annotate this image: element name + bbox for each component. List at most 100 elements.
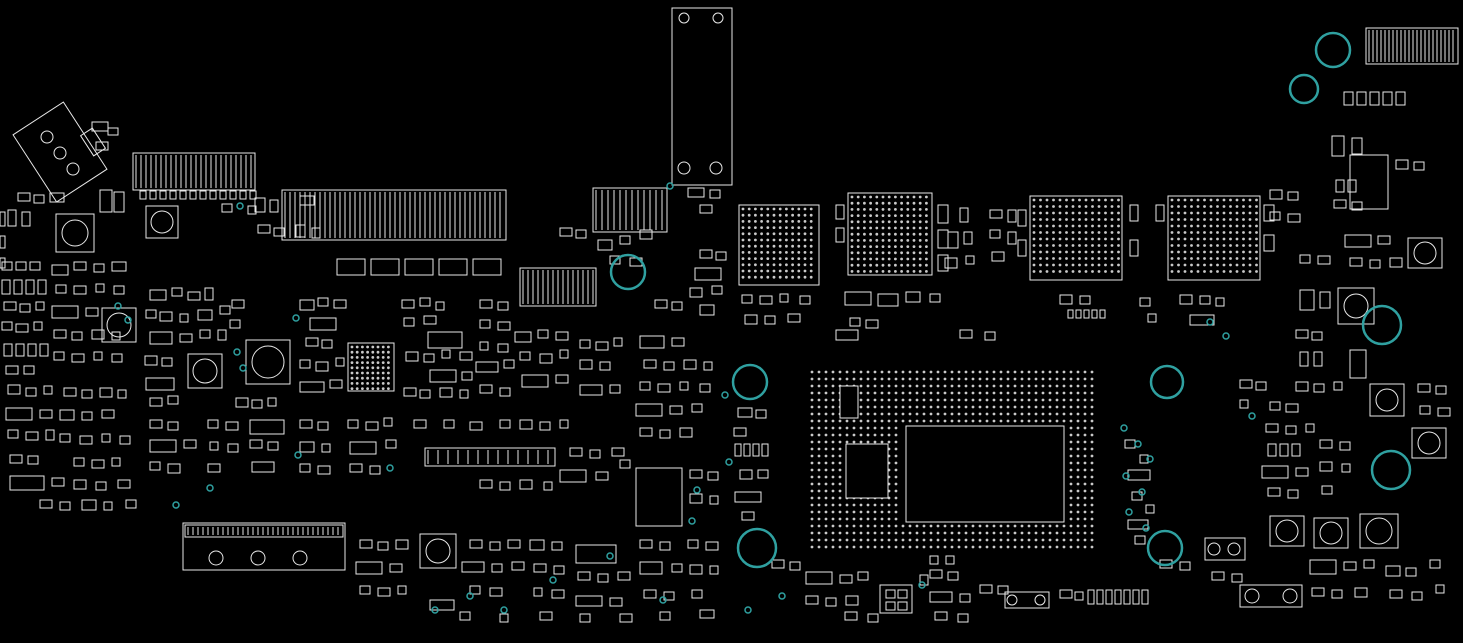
cpu-bga-pad <box>894 496 898 500</box>
inductor-component <box>187 353 223 389</box>
bga-pad <box>1039 257 1042 260</box>
cpu-bga-pad <box>824 510 828 514</box>
smd-component <box>521 374 549 388</box>
bga-pad <box>1065 211 1068 215</box>
smd-component <box>885 601 896 611</box>
bga-pad <box>381 371 385 375</box>
bga-pad <box>760 232 763 236</box>
bga-pad <box>1196 263 1200 267</box>
bga-pad <box>1052 250 1055 254</box>
bga-pad <box>1222 263 1226 267</box>
smd-component <box>885 589 896 599</box>
smd-component <box>635 467 683 527</box>
smd-component <box>385 439 397 449</box>
smd-component <box>35 301 45 311</box>
smd-component <box>575 229 587 239</box>
smd-component <box>95 481 107 491</box>
bga-pad <box>894 245 897 249</box>
bga-pad <box>1117 198 1120 202</box>
cpu-bga-pad <box>1062 398 1066 402</box>
smd-component <box>443 419 455 429</box>
smd-component <box>575 544 617 564</box>
cpu-bga-pad <box>1076 377 1080 381</box>
cpu-bga-pad <box>887 545 891 549</box>
bga-pad <box>881 232 885 236</box>
plated-hole-marker <box>1361 304 1403 346</box>
inductor-coil <box>192 358 218 384</box>
smd-component <box>149 461 161 471</box>
bga-pad <box>785 213 788 217</box>
cpu-bga-pad <box>880 398 884 402</box>
cpu-bga-pad <box>999 384 1003 388</box>
smd-component <box>1411 591 1423 601</box>
smd-component <box>779 293 789 303</box>
smd-component <box>167 395 179 405</box>
bga-pad <box>1078 263 1081 267</box>
smd-component <box>514 331 532 343</box>
bga-pad <box>376 350 380 354</box>
bga-pad <box>1177 211 1180 215</box>
bga-pad <box>906 251 910 255</box>
cpu-bga-pad <box>915 538 919 542</box>
smd-component <box>479 479 493 489</box>
smd-component <box>197 309 213 321</box>
cpu-bga-pad <box>810 538 814 542</box>
bga-pad <box>772 263 776 267</box>
cpu-bga-pad <box>824 524 828 528</box>
cpu-bga-pad <box>873 384 877 388</box>
smd-component <box>479 341 489 351</box>
bga-pad <box>797 257 801 260</box>
bga-pad <box>1117 205 1120 208</box>
cpu-bga-pad <box>1048 391 1052 395</box>
smd-component <box>395 539 409 550</box>
bga-pad <box>856 232 860 236</box>
smd-component <box>299 359 311 369</box>
pin-header-pin <box>159 190 167 200</box>
bga-pad <box>766 238 770 242</box>
smd-component <box>251 399 263 409</box>
bga-pad <box>1039 231 1042 234</box>
smd-component <box>519 419 533 430</box>
bga-pad <box>1084 250 1088 254</box>
cpu-bga-pad <box>866 433 870 437</box>
cpu-bga-pad <box>985 538 989 542</box>
cpu-bga-pad <box>1027 384 1031 388</box>
bga-pad <box>869 220 872 224</box>
bga-pad <box>772 257 776 260</box>
smd-component <box>17 192 31 202</box>
smd-component <box>101 433 111 443</box>
smd-component <box>475 361 499 373</box>
cpu-bga-pad <box>1083 377 1087 381</box>
smd-component <box>161 357 173 367</box>
cpu-bga-pad <box>810 419 814 423</box>
bga-pad <box>1209 257 1213 260</box>
smd-component <box>149 289 167 301</box>
bga-pad <box>875 195 879 199</box>
bga-pad <box>863 214 866 218</box>
cpu-bga-pad <box>943 370 947 374</box>
bga-pad <box>856 270 860 273</box>
cpu-bga-pad <box>978 412 982 416</box>
cpu-bga-pad <box>901 531 905 535</box>
cpu-bga-pad <box>1076 517 1080 521</box>
smd-component <box>397 585 407 595</box>
bga-pad <box>863 245 866 249</box>
test-point <box>606 552 614 560</box>
cpu-bga-pad <box>1076 454 1080 458</box>
cpu-bga-pad <box>1090 426 1094 430</box>
bga-pad <box>1084 205 1088 208</box>
cpu-bga-pad <box>859 440 863 444</box>
smd-component <box>703 361 713 371</box>
cpu-bga-pad <box>964 405 968 409</box>
cpu-bga-pad <box>1034 398 1038 402</box>
bga-pad <box>1065 198 1068 202</box>
smd-component <box>1333 381 1343 391</box>
smd-component <box>1287 213 1301 223</box>
bga-pad <box>350 366 354 370</box>
smd-component <box>491 563 503 573</box>
cpu-bga-pad <box>887 370 891 374</box>
smd-component <box>1341 463 1351 473</box>
cpu-bga-pad <box>810 433 814 437</box>
cpu-bga-pad <box>859 370 863 374</box>
cpu-bga-pad <box>1069 384 1073 388</box>
